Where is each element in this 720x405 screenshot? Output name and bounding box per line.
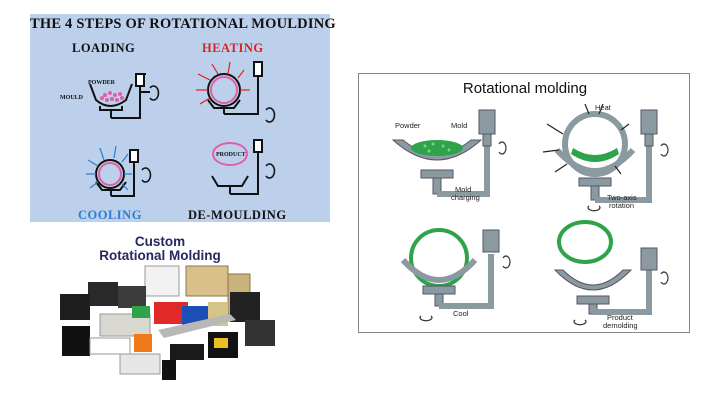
- cool-step: [403, 230, 510, 321]
- four-steps-diagram: THE 4 STEPS OF ROTATIONAL MOULDING LOADI…: [30, 14, 330, 222]
- rotational-molding-diagram: Rotational molding: [358, 73, 690, 333]
- cool-label: Cool: [453, 310, 468, 319]
- mold-label: Mold: [451, 122, 467, 131]
- two-axis-rotation-step: [543, 104, 668, 211]
- mold-charging-label-2: charging: [451, 194, 480, 203]
- heat-label: Heat: [595, 104, 611, 113]
- molded-products-collage: [40, 222, 280, 392]
- two-axis-label-2: rotation: [609, 202, 634, 211]
- process-illustration: [359, 74, 691, 334]
- product-demolding-label-2: demolding: [603, 322, 638, 331]
- custom-products-image: Custom Rotational Molding: [40, 222, 280, 392]
- product-demolding-step: [555, 222, 668, 325]
- steps-illustration: [30, 14, 330, 222]
- powder-label: Powder: [395, 122, 420, 131]
